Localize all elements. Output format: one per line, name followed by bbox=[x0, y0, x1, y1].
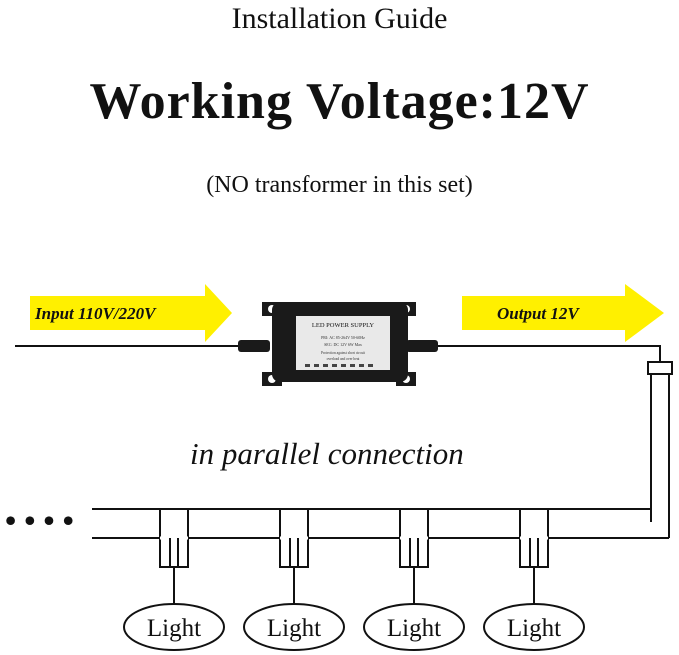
light: Light bbox=[363, 603, 465, 651]
output-wire bbox=[436, 345, 661, 362]
transformer-note: (NO transformer in this set) bbox=[206, 172, 473, 198]
light-tap bbox=[159, 508, 189, 604]
device-spec-4: overload and over heat bbox=[327, 357, 360, 361]
light-outline bbox=[243, 603, 345, 651]
guide-title: Installation Guide bbox=[231, 2, 448, 35]
connection-label: in parallel connection bbox=[190, 436, 464, 471]
light: Light bbox=[123, 603, 225, 651]
voltage-heading: Working Voltage:12V bbox=[89, 73, 590, 130]
input-label: Input 110V/220V bbox=[34, 304, 157, 323]
device-spec-1: PRI: AC 85-264V 50-60Hz bbox=[321, 335, 365, 340]
light: Light bbox=[483, 603, 585, 651]
power-supply-device: LED POWER SUPPLY PRI: AC 85-264V 50-60Hz… bbox=[238, 302, 438, 386]
device-spec-3: Protection against short circuit bbox=[321, 351, 365, 355]
input-arrow: Input 110V/220V bbox=[30, 284, 232, 342]
light-outline bbox=[123, 603, 225, 651]
light-label: Light bbox=[267, 615, 321, 642]
bus-down bbox=[647, 361, 673, 538]
light-outline bbox=[483, 603, 585, 651]
device-spec-2: SEC: DC 12V 6W Max bbox=[324, 342, 362, 347]
output-label: Output 12V bbox=[497, 304, 580, 323]
light-tap bbox=[279, 508, 309, 604]
output-arrow: Output 12V bbox=[462, 284, 664, 342]
continuation-dots: • • • • bbox=[5, 502, 74, 538]
light-label: Light bbox=[507, 615, 561, 642]
light-label: Light bbox=[387, 615, 441, 642]
certification-marks bbox=[305, 364, 373, 367]
light-tap bbox=[399, 508, 429, 604]
light-tap bbox=[519, 508, 549, 604]
light-outline bbox=[363, 603, 465, 651]
light-label: Light bbox=[147, 615, 201, 642]
device-name: LED POWER SUPPLY bbox=[312, 322, 374, 329]
light: Light bbox=[243, 603, 345, 651]
